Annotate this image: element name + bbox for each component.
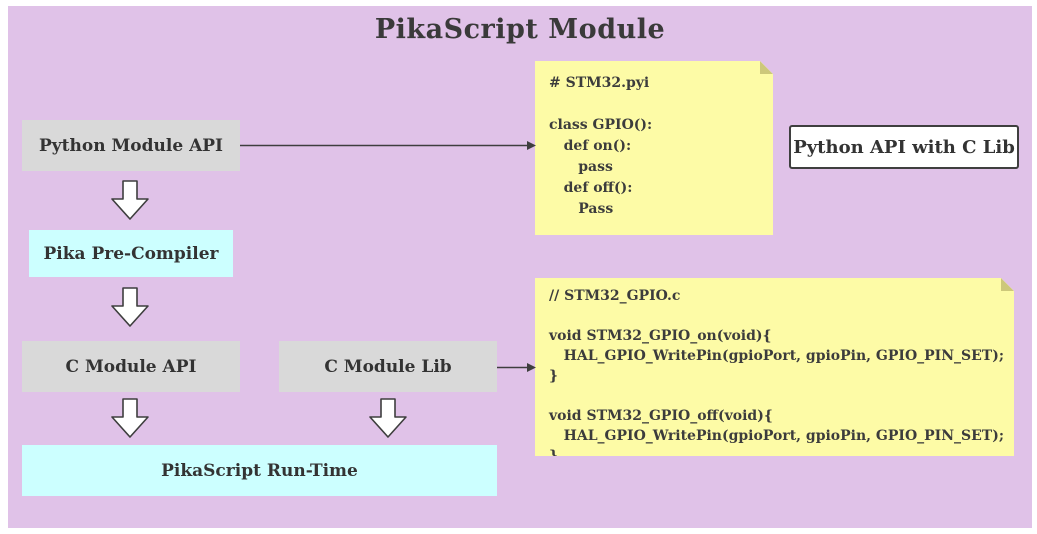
node-label: C Module API bbox=[65, 356, 197, 377]
node-pika-pre-compiler: Pika Pre-Compiler bbox=[29, 230, 233, 277]
folded-corner-icon bbox=[760, 61, 773, 74]
down-arrow-icon bbox=[110, 180, 150, 220]
down-arrow-icon bbox=[110, 287, 150, 327]
down-arrow-icon bbox=[110, 398, 150, 438]
node-python-module-api: Python Module API bbox=[22, 120, 240, 171]
right-arrow-icon bbox=[497, 361, 536, 374]
page-title: PikaScript Module bbox=[374, 14, 666, 45]
folded-corner-icon bbox=[1001, 278, 1014, 291]
node-label: C Module Lib bbox=[324, 356, 452, 377]
right-arrow-icon bbox=[240, 139, 536, 152]
note-stm32-gpio-c: // STM32_GPIO.c void STM32_GPIO_on(void)… bbox=[535, 278, 1014, 456]
note-code: # STM32.pyi class GPIO(): def on(): pass… bbox=[549, 75, 653, 217]
diagram-canvas: PikaScript Module Python Module API Pika… bbox=[8, 6, 1032, 528]
node-label: PikaScript Run-Time bbox=[161, 460, 358, 481]
node-c-module-api: C Module API bbox=[22, 341, 240, 392]
node-c-module-lib: C Module Lib bbox=[279, 341, 497, 392]
node-label: Pika Pre-Compiler bbox=[43, 243, 219, 264]
node-label: Python API with C Lib bbox=[793, 136, 1015, 158]
node-python-api-with-c-lib: Python API with C Lib bbox=[789, 125, 1019, 169]
note-stm32-pyi: # STM32.pyi class GPIO(): def on(): pass… bbox=[535, 61, 773, 235]
node-label: Python Module API bbox=[38, 135, 223, 156]
note-code: // STM32_GPIO.c void STM32_GPIO_on(void)… bbox=[549, 288, 1005, 464]
down-arrow-icon bbox=[368, 398, 408, 438]
node-pikascript-runtime: PikaScript Run-Time bbox=[22, 445, 497, 496]
